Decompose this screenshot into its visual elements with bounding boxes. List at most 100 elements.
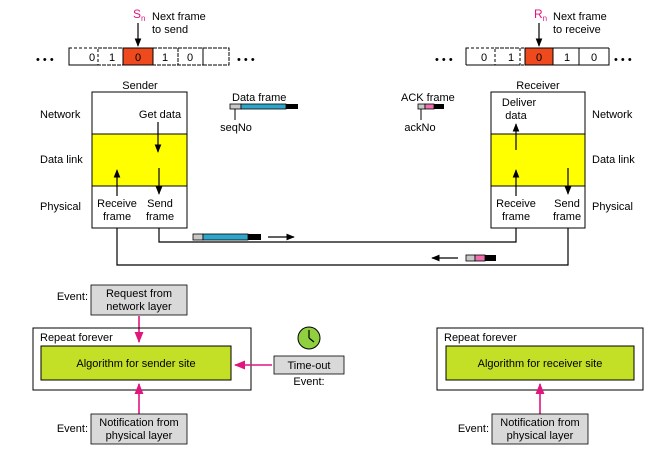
receiver-stack: Receiver Deliver data Receive frame Send… xyxy=(490,80,586,229)
receiver-box xyxy=(490,91,586,229)
receiver-layer-network: Network xyxy=(592,109,633,121)
sender-cell-box xyxy=(202,47,230,66)
sender-cell: 0 xyxy=(135,52,141,64)
receiver-pointer-label: Rn xyxy=(534,7,547,23)
receiver-algorithm-box xyxy=(445,345,635,381)
sender-layer-network: Network xyxy=(40,109,81,121)
in-transit-ack-frame-ack xyxy=(465,254,476,262)
receiver-algorithm-label: Algorithm for receiver site xyxy=(478,358,603,370)
receiver-algorithm: Repeat forever Algorithm for receiver si… xyxy=(436,327,644,445)
sender-notification-event-label: Event: xyxy=(57,423,88,435)
receiver-cell: 1 xyxy=(508,52,514,64)
sender-pointer-label: Sn xyxy=(133,7,145,23)
sender-stack: Sender Get data Receive frame Send frame xyxy=(91,80,188,229)
ack-frame-title: ACK frame xyxy=(401,92,455,104)
sender-cell-box xyxy=(97,47,124,66)
sender-request-event-label: Event: xyxy=(57,291,88,303)
receiver-notification-event-label: Event: xyxy=(458,423,489,435)
timer-clock-icon xyxy=(297,326,321,350)
sender-cell-box xyxy=(152,47,179,66)
receiver-send-line1: Send xyxy=(554,198,580,210)
sender-cell: 1 xyxy=(162,52,168,64)
receiver-cell: 0 xyxy=(591,52,597,64)
data-frame-data-field xyxy=(240,103,287,110)
sender-algorithm-box xyxy=(40,345,232,381)
ack-frame-ackno: ackNo xyxy=(404,122,435,134)
sender-caption-line2: to send xyxy=(152,24,188,36)
receiver-caption-line2: to receive xyxy=(553,24,601,36)
data-frame-trailer-field xyxy=(286,104,298,109)
receiver-deliver-line1: Deliver xyxy=(502,97,537,109)
receiver-repeat-label: Repeat forever xyxy=(444,332,517,344)
receiver-window: • • • 0 1 0 1 0 • • • Rn Next frame to r… xyxy=(435,7,632,66)
ack-frame-ack-field xyxy=(417,103,426,110)
sender-notification-line1: Notification from xyxy=(99,417,178,429)
receiver-cell-box xyxy=(578,47,610,66)
receiver-cell: 0 xyxy=(481,52,487,64)
sender-layer-physical: Physical xyxy=(40,201,81,213)
receiver-cell-box xyxy=(552,47,580,66)
timeout-event-box xyxy=(273,355,345,375)
ack-frame-legend: ACK frame ackNo xyxy=(401,92,455,134)
data-frame-seq-field xyxy=(229,103,242,110)
in-transit-data-frame-seq xyxy=(192,233,204,241)
receiver-notification-event-box xyxy=(491,413,589,445)
in-transit-data-frame-trailer xyxy=(248,234,261,240)
receiver-notification-line2: physical layer xyxy=(507,430,574,442)
receiver-data-link-band xyxy=(491,134,585,186)
sender-algorithm-label: Algorithm for sender site xyxy=(76,358,195,370)
sender-send-line1: Send xyxy=(147,198,173,210)
request-line1: Request from xyxy=(106,288,172,300)
sender-cell: 1 xyxy=(109,52,115,64)
receiver-window-dots-left: • • • xyxy=(435,54,453,66)
sender-box xyxy=(91,91,188,229)
request-line2: network layer xyxy=(106,301,172,313)
sender-window-dots-left: • • • xyxy=(36,54,54,66)
sender-data-link-band xyxy=(92,134,187,186)
receiver-send-line2: frame xyxy=(553,211,581,223)
sender-cell: 0 xyxy=(89,52,95,64)
receiver-receive-line2: frame xyxy=(502,211,530,223)
receiver-cell: 1 xyxy=(564,52,570,64)
timeout-label: Time-out xyxy=(288,360,331,372)
data-frame-legend: Data frame seqNo xyxy=(220,92,298,134)
sender-receive-line2: frame xyxy=(103,211,131,223)
sender-notification-event-box xyxy=(90,413,188,445)
receiver-caption-line1: Next frame xyxy=(553,11,607,23)
receiver-deliver-line2: data xyxy=(505,110,527,122)
sender-title: Sender xyxy=(122,80,158,92)
data-frame-seqno: seqNo xyxy=(220,122,252,134)
sender-algorithm: Event: Request from network layer Repeat… xyxy=(32,284,345,445)
sender-cell: 0 xyxy=(187,52,193,64)
receiver-receive-line1: Receive xyxy=(496,198,536,210)
in-transit-ack-frame-pink xyxy=(474,254,486,262)
sender-get-data: Get data xyxy=(139,109,182,121)
sender-layer-data-link: Data link xyxy=(40,154,83,166)
receiver-layer-data-link: Data link xyxy=(592,154,635,166)
sender-window: • • • 0 1 0 1 0 • • • Sn Next frame to s… xyxy=(36,7,255,66)
receiver-window-cells: 0 1 0 1 0 xyxy=(465,47,610,66)
sender-window-cells: 0 1 0 1 0 xyxy=(68,47,230,66)
sender-send-line2: frame xyxy=(146,211,174,223)
receiver-cell-box xyxy=(494,47,521,66)
sender-receive-line1: Receive xyxy=(97,198,137,210)
receiver-layer-physical: Physical xyxy=(592,201,633,213)
ack-frame-trailer-field xyxy=(434,104,444,109)
sender-notification-line2: physical layer xyxy=(106,430,173,442)
receiver-notification-line1: Notification from xyxy=(500,417,579,429)
return-channel-line xyxy=(116,228,569,266)
receiver-cell: 0 xyxy=(536,52,542,64)
timeout-event-label: Event: xyxy=(293,376,324,388)
request-event-box xyxy=(90,284,188,316)
ack-frame-pink-field xyxy=(424,103,435,110)
channel xyxy=(116,228,569,266)
in-transit-data-frame-body xyxy=(202,233,249,241)
receiver-title: Receiver xyxy=(516,80,560,92)
sender-window-dots-right: • • • xyxy=(237,54,255,66)
sender-repeat-label: Repeat forever xyxy=(40,332,113,344)
sender-cell-box xyxy=(177,47,204,66)
sender-caption-line1: Next frame xyxy=(152,11,206,23)
forward-channel-line xyxy=(158,228,517,243)
in-transit-ack-frame-trailer xyxy=(485,255,496,261)
